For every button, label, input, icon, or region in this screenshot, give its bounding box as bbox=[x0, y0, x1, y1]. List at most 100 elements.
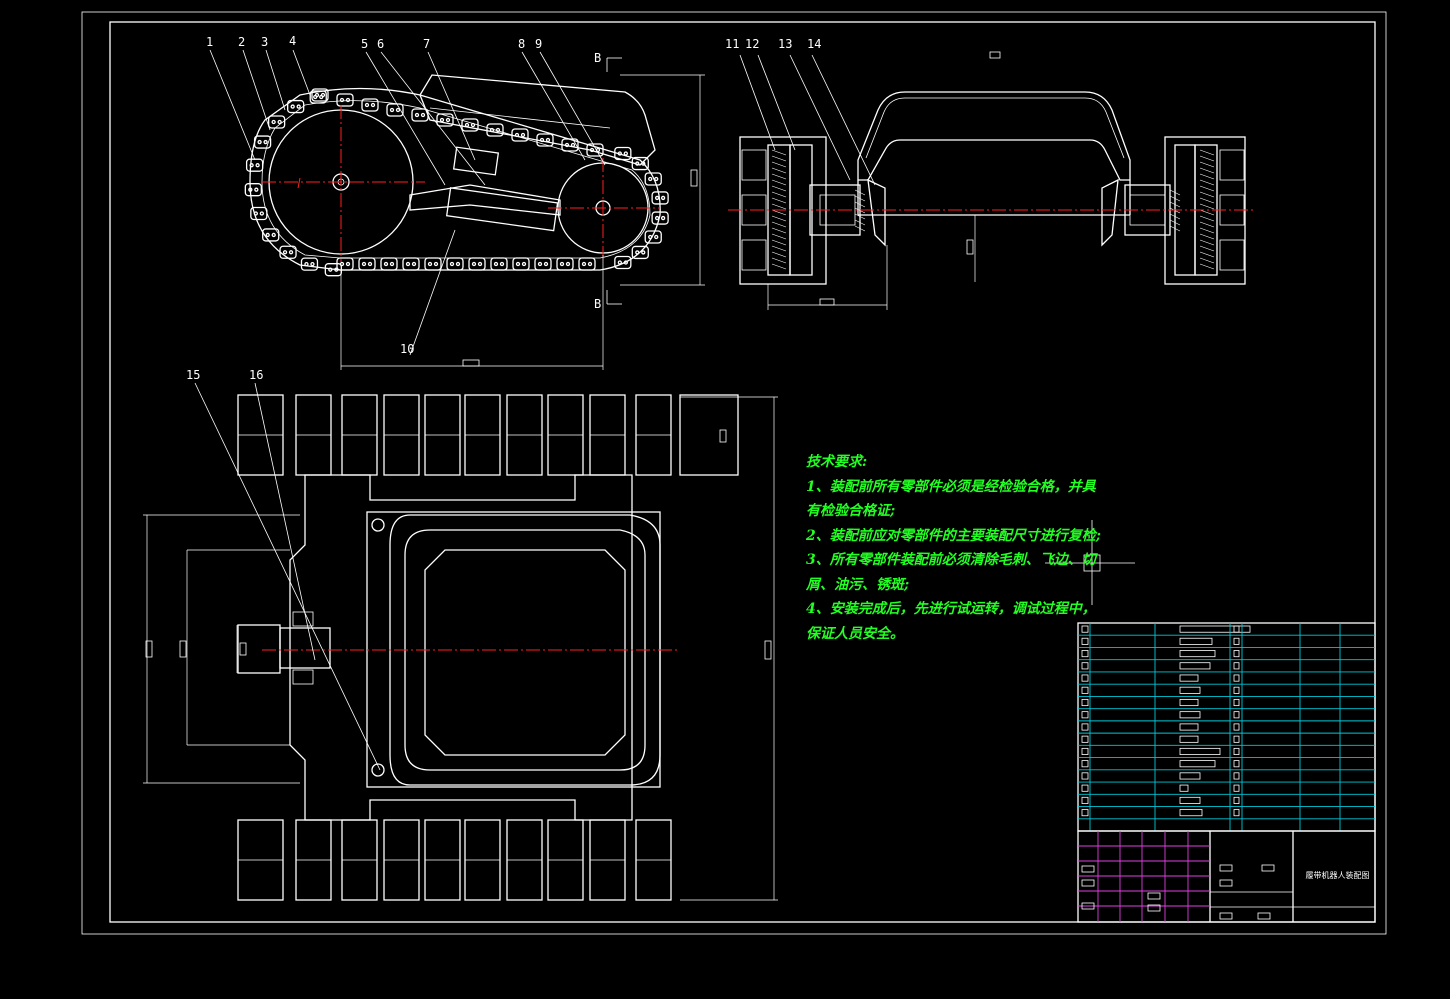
track-link bbox=[578, 257, 596, 271]
part-name-box bbox=[1179, 674, 1199, 682]
track-link bbox=[402, 257, 420, 271]
qty-box bbox=[1233, 686, 1240, 694]
part-name-box bbox=[1179, 809, 1203, 817]
track-link bbox=[358, 257, 376, 271]
track-link bbox=[300, 257, 319, 271]
row-index-box bbox=[1081, 686, 1089, 694]
row-index-box bbox=[1081, 735, 1089, 743]
title-block bbox=[1077, 830, 1376, 923]
qty-box bbox=[1233, 809, 1240, 817]
row-index-box bbox=[1081, 809, 1089, 817]
crosshair-cursor-icon bbox=[1045, 520, 1135, 605]
part-name-box bbox=[1179, 711, 1201, 719]
track-link bbox=[468, 257, 486, 271]
track-link bbox=[631, 245, 649, 260]
track-link bbox=[644, 172, 662, 186]
qty-box bbox=[1233, 760, 1240, 768]
note-line: 有检验合格证; bbox=[806, 503, 896, 519]
part-name-box bbox=[1179, 637, 1213, 645]
qty-box bbox=[1233, 637, 1240, 645]
part-name-box bbox=[1179, 784, 1189, 792]
qty-box bbox=[1233, 784, 1240, 792]
inner-border bbox=[109, 21, 1376, 923]
row-index-box bbox=[1081, 747, 1089, 755]
part-name-box bbox=[1179, 625, 1251, 633]
track-link bbox=[250, 206, 268, 221]
part-name-box bbox=[1179, 686, 1201, 694]
track-link bbox=[279, 245, 297, 259]
track-link bbox=[436, 113, 454, 127]
track-link bbox=[380, 257, 398, 271]
row-index-box bbox=[1081, 674, 1089, 682]
part-name-box bbox=[1179, 662, 1211, 670]
side-view: 11 12 13 14 bbox=[725, 37, 1255, 310]
part-name-box bbox=[1179, 796, 1201, 804]
callout-9: 9 bbox=[535, 37, 542, 51]
row-index-box bbox=[1081, 637, 1089, 645]
qty-box bbox=[1233, 711, 1240, 719]
track-link bbox=[461, 118, 479, 132]
row-index-box bbox=[1081, 772, 1089, 780]
track-link bbox=[556, 257, 574, 271]
section-mark-bottom: B bbox=[594, 297, 601, 311]
note-line: 保证人员安全。 bbox=[806, 625, 904, 642]
track-link bbox=[614, 146, 632, 161]
row-index-box bbox=[1081, 796, 1089, 804]
callout-13: 13 bbox=[778, 37, 792, 51]
callout-16: 16 bbox=[249, 368, 263, 382]
track-link bbox=[267, 115, 286, 129]
part-name-box bbox=[1179, 723, 1199, 731]
note-line: 2、装配前应对零部件的主要装配尺寸进行复检; bbox=[806, 527, 1101, 544]
track-link bbox=[651, 191, 669, 205]
qty-box bbox=[1233, 674, 1240, 682]
track-link bbox=[336, 257, 354, 271]
row-index-box bbox=[1081, 625, 1089, 633]
part-name-box bbox=[1179, 699, 1199, 707]
outer-border bbox=[81, 11, 1387, 935]
track-link bbox=[309, 90, 327, 104]
callout-7: 7 bbox=[423, 37, 430, 51]
qty-box bbox=[1233, 699, 1240, 707]
notes-heading: 技术要求: bbox=[806, 454, 868, 470]
track-link bbox=[586, 143, 604, 157]
callout-14: 14 bbox=[807, 37, 821, 51]
body-cover bbox=[857, 91, 1131, 181]
track-link bbox=[361, 98, 379, 112]
note-line: 1、装配前所有零部件必须是经检验合格，并具 bbox=[806, 478, 1096, 495]
callout-3: 3 bbox=[261, 35, 268, 49]
track-link bbox=[536, 133, 554, 147]
callout-12: 12 bbox=[745, 37, 759, 51]
track-link bbox=[262, 228, 280, 242]
qty-box bbox=[1233, 625, 1240, 633]
row-index-box bbox=[1081, 699, 1089, 707]
qty-box bbox=[1233, 723, 1240, 731]
track-link bbox=[287, 99, 305, 114]
note-line: 3、所有零部件装配前必须清除毛刺、飞边、切 bbox=[806, 552, 1096, 568]
callout-1: 1 bbox=[206, 35, 213, 49]
part-name-box bbox=[1179, 650, 1216, 658]
qty-box bbox=[1233, 735, 1240, 743]
track-link bbox=[244, 183, 262, 197]
callout-5: 5 bbox=[361, 37, 368, 51]
qty-box bbox=[1233, 747, 1240, 755]
part-name-box bbox=[1179, 772, 1201, 780]
qty-box bbox=[1233, 650, 1240, 658]
track-link bbox=[245, 158, 264, 172]
callout-15: 15 bbox=[186, 368, 200, 382]
track-link bbox=[512, 257, 530, 271]
qty-box bbox=[1233, 662, 1240, 670]
track-link bbox=[446, 257, 464, 271]
callout-8: 8 bbox=[518, 37, 525, 51]
row-index-box bbox=[1081, 760, 1089, 768]
part-name-box bbox=[1179, 747, 1221, 755]
track-link bbox=[561, 138, 579, 152]
row-index-box bbox=[1081, 662, 1089, 670]
qty-box bbox=[1233, 772, 1240, 780]
callout-6: 6 bbox=[377, 37, 384, 51]
front-view: B B 1 2 3 4 5 6 7 8 9 10 bbox=[206, 34, 705, 370]
track-link bbox=[651, 211, 669, 225]
track-outline bbox=[249, 87, 661, 271]
track-link bbox=[424, 257, 442, 271]
track-link bbox=[486, 123, 504, 137]
